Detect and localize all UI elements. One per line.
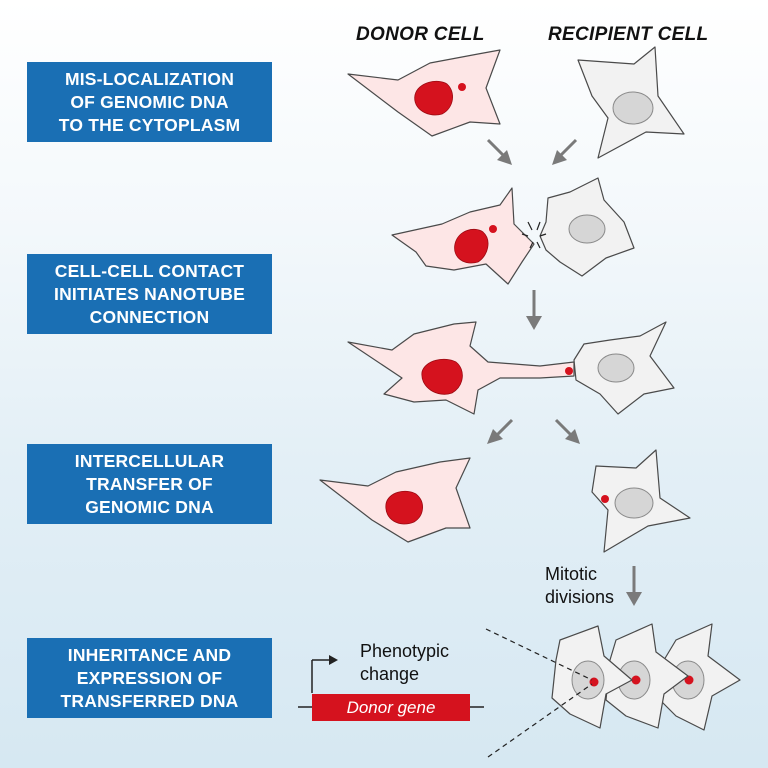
row4-donor-cell <box>319 457 471 543</box>
mitotic-divisions-label: Mitotic divisions <box>545 564 615 607</box>
phenotypic-change-label: Phenotypic change <box>360 641 450 684</box>
mitotic-arrow <box>626 566 642 606</box>
step-2-box: CELL-CELL CONTACT INITIATES NANOTUBE CON… <box>27 254 272 334</box>
row1-donor-cell <box>347 49 501 137</box>
daughter-cells <box>551 623 741 731</box>
row3-arrows <box>487 418 580 444</box>
row3-recipient-cell <box>565 321 675 415</box>
row1-arrows <box>486 138 578 165</box>
row2-donor-cell <box>391 187 535 285</box>
step-3-box: INTERCELLULAR TRANSFER OF GENOMIC DNA <box>27 444 272 524</box>
row4-recipient-cell <box>591 449 691 553</box>
row2-arrow <box>526 290 542 330</box>
zoom-dashed-lines <box>485 628 593 758</box>
donor-cell-header: DONOR CELL <box>356 24 485 45</box>
recipient-cell-header: RECIPIENT CELL <box>548 24 709 45</box>
donor-gene-bar: Donor gene <box>312 694 470 721</box>
step-4-box: INHERITANCE AND EXPRESSION OF TRANSFERRE… <box>27 638 272 718</box>
row1-recipient-cell <box>577 46 685 159</box>
step-1-box: MIS-LOCALIZATION OF GENOMIC DNA TO THE C… <box>27 62 272 142</box>
row2-recipient-cell <box>539 177 635 277</box>
promoter-arrow-icon <box>311 655 338 693</box>
contact-spark-icon <box>521 221 547 249</box>
row3-donor-cell-with-nanotube <box>347 321 575 415</box>
